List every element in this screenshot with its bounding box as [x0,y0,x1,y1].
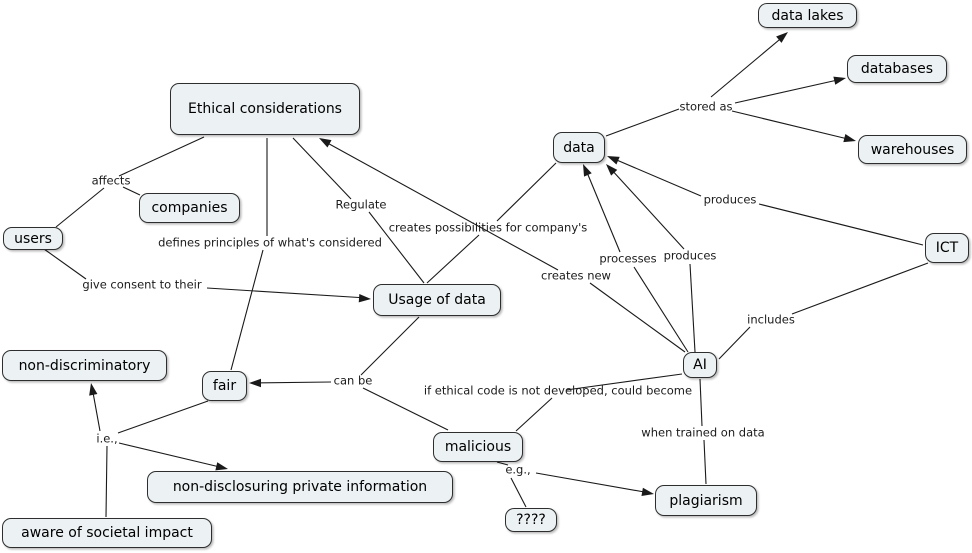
concept-node-ai[interactable]: AI [683,352,717,378]
edge-line [43,248,87,280]
concept-node-non-discriminatory[interactable]: non-discriminatory [2,350,167,381]
arrowhead-icon [607,156,620,165]
edge-line [368,211,425,284]
arrowhead-icon [843,134,856,143]
link-label-if-ethical-code[interactable]: if ethical code is not developed, could … [423,383,693,398]
edge-line [55,187,105,228]
arrowhead-icon [249,378,261,388]
arrowhead-icon [319,138,332,148]
concept-node-plagiarism[interactable]: plagiarism [655,485,757,516]
edge-line [718,326,751,360]
arrowhead-icon [641,487,654,497]
edge-line [731,110,853,141]
edge-line [609,167,685,250]
edge-line [118,136,205,177]
arrowhead-icon [583,164,592,177]
concept-node-ict[interactable]: ICT [925,233,969,263]
concept-node-malicious[interactable]: malicious [433,432,523,462]
link-label-can-be[interactable]: can be [333,373,373,388]
concept-node-usage-of-data[interactable]: Usage of data [373,284,501,316]
edge-line [117,400,209,434]
edge-line [791,262,929,315]
link-label-when-trained[interactable]: when trained on data [641,425,765,440]
link-label-creates-new[interactable]: creates new [541,268,611,283]
link-label-includes[interactable]: includes [747,312,795,327]
link-label-eg[interactable]: e.g., [505,462,531,477]
link-label-produces-ict[interactable]: produces [703,192,757,207]
concept-node-non-disclosuring-private-information[interactable]: non-disclosuring private information [147,471,453,503]
edge-line [496,461,509,466]
concept-node-warehouses[interactable]: warehouses [858,135,967,164]
concept-node-data-lakes[interactable]: data lakes [758,3,857,28]
link-label-give-consent[interactable]: give consent to their [82,277,202,292]
edge-line [362,387,449,431]
edge-line [426,234,480,284]
arrowhead-icon [833,76,846,85]
concept-node-aware-of-societal-impact[interactable]: aware of societal impact [2,518,212,548]
edge-line [206,287,368,299]
edge-line [122,186,141,196]
edge-line [535,472,651,494]
arrowhead-icon [358,293,371,303]
link-label-affects[interactable]: affects [91,173,131,188]
edge-line [292,137,352,200]
edge-line [703,439,707,485]
concept-node-databases[interactable]: databases [847,55,947,83]
edge-line [734,78,843,104]
edge-line [611,157,702,197]
arrowhead-icon [606,164,618,176]
arrowhead-icon [89,383,98,396]
edge-line [710,34,786,98]
edge-line [105,445,108,518]
link-label-produces-ai[interactable]: produces [663,248,717,263]
edge-line [758,203,924,246]
concept-node-users[interactable]: users [3,227,63,250]
edge-line [252,381,332,384]
link-label-ie[interactable]: i.e., [96,431,118,446]
edge-line [118,442,225,469]
concept-node-data[interactable]: data [553,132,605,163]
concept-node-companies[interactable]: companies [139,193,240,223]
link-label-stored-as[interactable]: stored as [679,99,733,114]
link-label-regulate[interactable]: Regulate [335,197,387,212]
edge-line [689,263,696,353]
edge-line [510,477,527,508]
arrowhead-icon [215,462,228,471]
edge-line [230,249,264,371]
concept-node-unknown-example[interactable]: ???? [505,508,557,532]
arrowhead-icon [776,32,788,43]
edge-line [589,282,686,353]
edge-line [633,266,689,353]
edge-line [321,139,559,271]
edge-line [585,169,621,253]
concept-node-ethical-considerations[interactable]: Ethical considerations [170,83,360,135]
edge-line [605,108,680,137]
edge-line [515,397,553,432]
edge-line [565,373,683,391]
link-label-processes[interactable]: processes [599,251,657,266]
edge-line [360,316,420,376]
edge-line [496,162,557,222]
concept-node-fair[interactable]: fair [202,371,247,401]
edge-line [699,378,703,427]
link-label-defines-principles[interactable]: defines principles of what's considered [158,235,382,250]
link-label-creates-possibilities[interactable]: creates possibilities for company's [388,220,588,235]
